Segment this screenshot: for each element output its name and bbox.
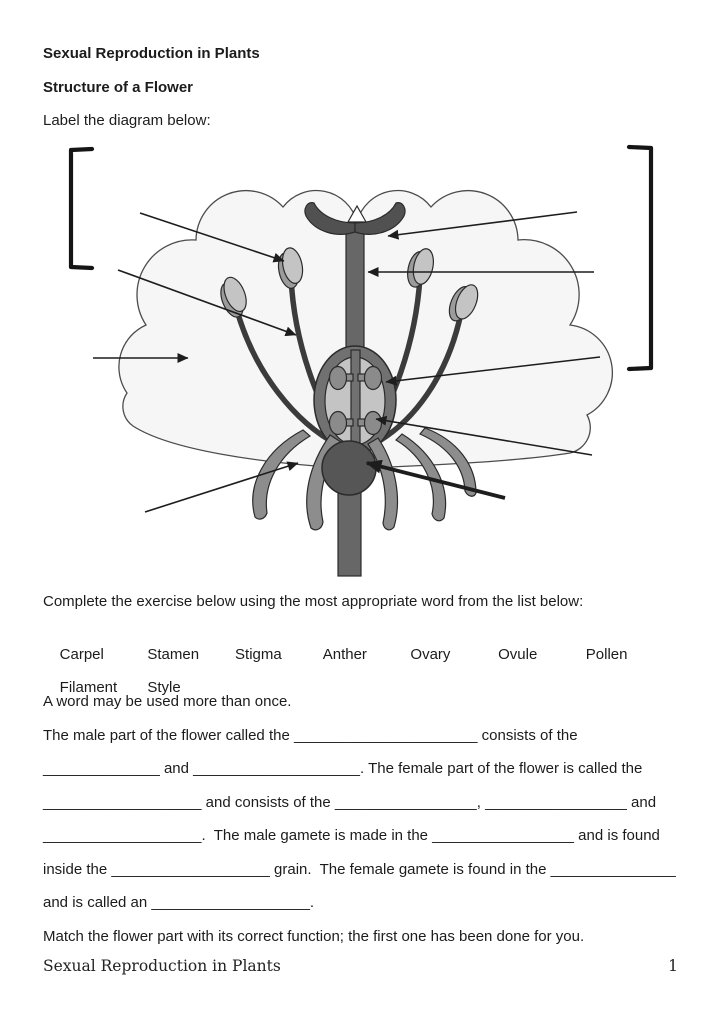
- footer-title: Sexual Reproduction in Plants: [43, 957, 281, 975]
- ovule: [328, 365, 348, 391]
- cloze-line: inside the ___________________ grain. Th…: [43, 861, 676, 878]
- word-bank-item: Anther: [322, 646, 367, 663]
- word-bank-item: Ovule: [498, 646, 538, 663]
- word-bank-item: Style: [147, 679, 181, 696]
- filament-left-outer: [233, 304, 341, 448]
- word-bank-item: Pollen: [585, 646, 628, 663]
- right-bracket: [626, 144, 654, 372]
- cloze-line: The male part of the flower called the _…: [43, 727, 578, 744]
- style-shape: [345, 230, 365, 362]
- filament-right-outer: [369, 310, 464, 448]
- ovary-placenta-column: [350, 349, 361, 447]
- word-bank-item: Carpel: [59, 646, 104, 663]
- label-instruction: Label the diagram below:: [43, 112, 211, 129]
- anther-right-inner: [407, 248, 434, 288]
- petals-shape: [118, 189, 613, 469]
- anther-left-outer: [220, 276, 247, 318]
- section-title: Structure of a Flower: [43, 79, 194, 96]
- sepal: [395, 433, 447, 522]
- word-bank-row-1: Carpel Stamen Stigma Anther Ovary Ovule Pollen: [43, 626, 684, 683]
- anther-lobe-front: [223, 276, 247, 313]
- match-instruction: Match the flower part with its correct f…: [43, 928, 585, 945]
- anther-lobe-front: [454, 284, 479, 320]
- word-bank-item: Ovary: [410, 646, 451, 663]
- word-bank-row-2: Filament Style: [43, 659, 684, 716]
- page-number: 1: [668, 957, 678, 975]
- left-bracket: [68, 146, 95, 271]
- word-bank-item: Stigma: [235, 646, 282, 663]
- ovary-label-arrow: [385, 356, 601, 386]
- stigma-right-horn: [354, 202, 406, 235]
- anther-lobe-front: [281, 247, 304, 284]
- page-footer: Sexual Reproduction in Plants 1: [43, 957, 681, 975]
- ovule-label-arrow: [375, 415, 593, 456]
- word-reuse-note: A word may be used more than once.: [43, 693, 292, 710]
- stigma-left-horn: [304, 202, 356, 235]
- sepal-label-arrow: [144, 461, 299, 513]
- anther-label-arrow: [139, 212, 285, 263]
- cloze-line: ______________ and ____________________.…: [43, 760, 643, 777]
- stigma-notch: [346, 204, 368, 223]
- flower-diagram: [68, 144, 654, 577]
- receptacle-label-arrow: [365, 459, 506, 500]
- ovule: [328, 410, 348, 436]
- page-title: Sexual Reproduction in Plants: [43, 45, 260, 62]
- anther-right-outer: [448, 284, 479, 322]
- anther-lobe-front: [412, 248, 434, 285]
- receptacle-shape: [321, 440, 377, 496]
- cloze-line: and is called an ___________________.: [43, 894, 315, 911]
- exercise-instruction: Complete the exercise below using the mo…: [43, 593, 584, 610]
- filament-label-arrow: [117, 269, 297, 337]
- ovule: [363, 410, 383, 436]
- stigma-label-arrow: [387, 211, 578, 240]
- cloze-line: ___________________. The male gamete is …: [43, 827, 660, 844]
- word-bank-item: Filament: [59, 679, 118, 696]
- cloze-line: ___________________ and consists of the …: [43, 794, 657, 811]
- word-bank-item: Stamen: [147, 646, 200, 663]
- ovule: [363, 365, 383, 391]
